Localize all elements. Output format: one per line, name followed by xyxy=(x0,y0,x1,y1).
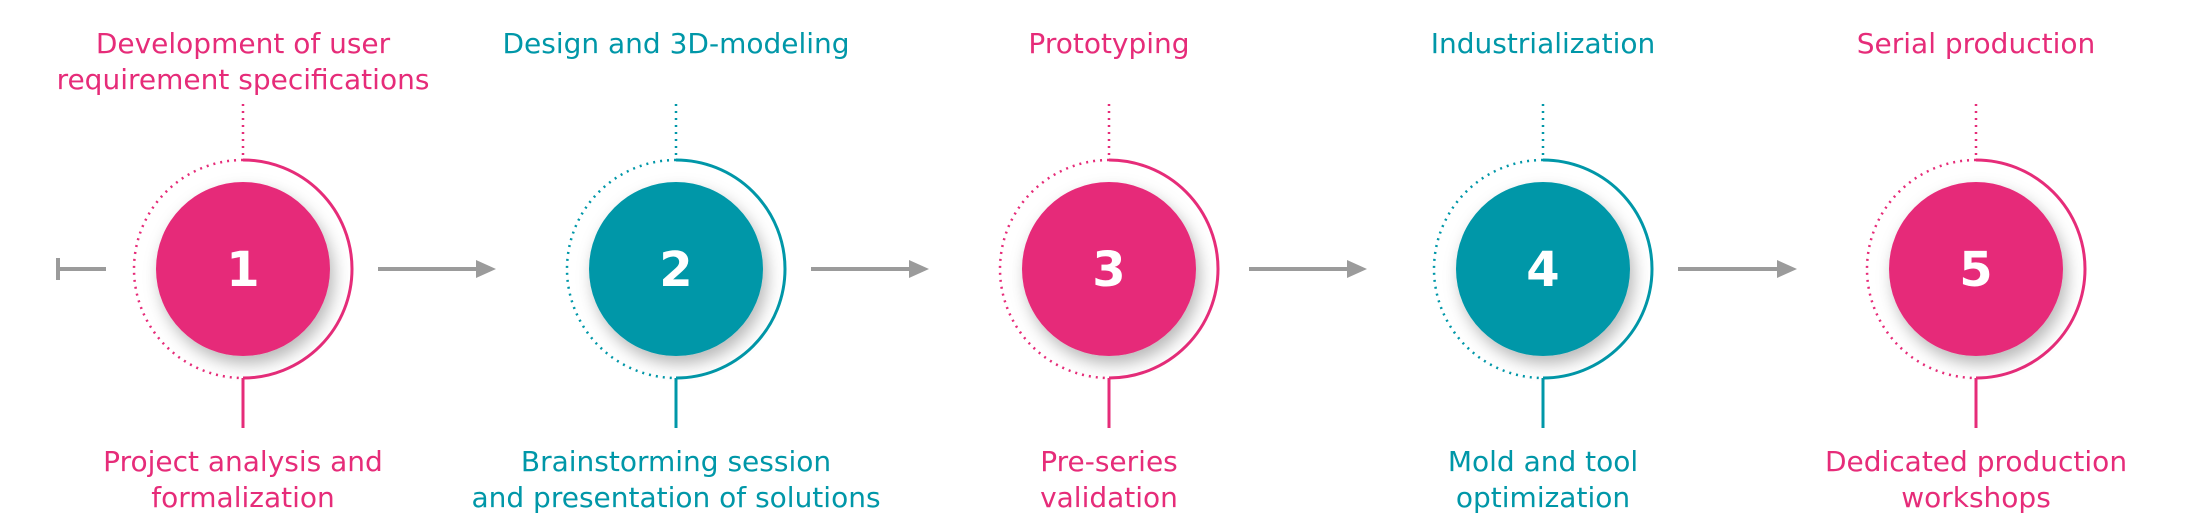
step-number: 2 xyxy=(659,242,692,298)
solid-arc xyxy=(1108,158,1220,380)
step-2-bottom-label: Brainstorming session and presentation o… xyxy=(471,445,881,514)
step-circle xyxy=(1889,182,2063,356)
step-2-top-label: Design and 3D-modeling xyxy=(502,27,850,60)
solid-arc xyxy=(675,158,787,380)
flow-arrow xyxy=(811,260,929,278)
step-3-bottom-label: Pre-series validation xyxy=(1040,445,1178,514)
step-2-node: 2 xyxy=(565,104,787,428)
step-circle xyxy=(589,182,763,356)
step-number: 5 xyxy=(1959,242,1992,298)
flow-arrow xyxy=(1249,260,1367,278)
step-circle xyxy=(1456,182,1630,356)
step-3-node: 3 xyxy=(998,104,1220,428)
step-4-node: 4 xyxy=(1432,104,1654,428)
step-number: 1 xyxy=(226,242,259,298)
solid-arc xyxy=(1542,158,1654,380)
step-1-bottom-label: Project analysis and formalization xyxy=(103,445,383,514)
step-4-top-label: Industrialization xyxy=(1430,27,1656,60)
flow-arrow xyxy=(378,260,496,278)
step-circle xyxy=(1022,182,1196,356)
step-circle xyxy=(156,182,330,356)
step-1-top-label: Development of user requirement specific… xyxy=(56,27,430,96)
step-number: 3 xyxy=(1092,242,1125,298)
start-marker xyxy=(56,258,106,280)
step-5-top-label: Serial production xyxy=(1856,27,2096,60)
step-5-bottom-label: Dedicated production workshops xyxy=(1824,445,2128,514)
step-4-bottom-label: Mold and tool optimization xyxy=(1447,445,1639,514)
flow-arrow xyxy=(1678,260,1797,278)
step-1-node: 1 xyxy=(132,104,354,428)
solid-arc xyxy=(242,158,354,380)
step-number: 4 xyxy=(1526,242,1559,298)
step-5-node: 5 xyxy=(1865,104,2087,428)
step-3-top-label: Prototyping xyxy=(1028,27,1190,60)
solid-arc xyxy=(1975,158,2087,380)
